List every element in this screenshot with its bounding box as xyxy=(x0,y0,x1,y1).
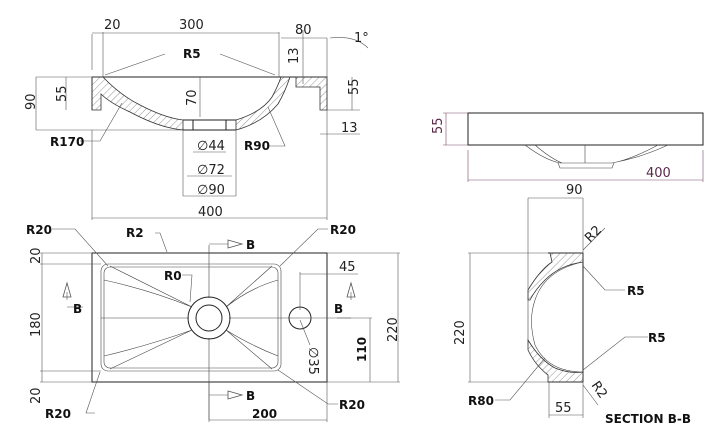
plan-outer-rim xyxy=(91,252,328,383)
dim-dia44: ∅44 xyxy=(197,139,225,154)
front-leader-lines xyxy=(80,53,286,147)
section-label-b-bottom: B xyxy=(246,389,255,403)
front-section-view: 20 300 80 13 1° R5 90 55 70 55 13 R170 R… xyxy=(24,18,369,220)
dim-13-top: 13 xyxy=(287,47,302,64)
section-dimension-lines xyxy=(468,197,648,418)
basin-hatched-wall-right xyxy=(235,76,291,131)
section-arrow-left: B xyxy=(62,281,83,316)
dim-r20-top-right: R20 xyxy=(330,223,356,237)
plan-view: B B B B R20 R2 R20 R0 45 20 180 20 110 2… xyxy=(26,223,401,422)
dim-200: 200 xyxy=(252,407,277,421)
dim-20-top: 20 xyxy=(29,247,44,264)
drain-hole-outer xyxy=(187,296,231,340)
section-dim-r2-top: R2 xyxy=(582,223,605,246)
side-dim-400: 400 xyxy=(646,166,671,181)
dim-180: 180 xyxy=(29,312,44,337)
dim-r5: R5 xyxy=(183,47,201,61)
side-view-body xyxy=(467,112,704,146)
dim-55-right: 55 xyxy=(347,78,362,95)
section-dim-220: 220 xyxy=(453,320,468,345)
dim-220: 220 xyxy=(386,317,401,342)
basin-deck-right xyxy=(295,76,328,111)
section-dim-r2-bottom: R2 xyxy=(588,379,610,402)
plan-bowl-inner xyxy=(103,266,279,369)
dim-r2: R2 xyxy=(126,226,144,240)
angle-arc xyxy=(329,37,369,49)
section-hatch-top xyxy=(527,252,584,301)
dim-45: 45 xyxy=(339,260,356,275)
section-dim-55: 55 xyxy=(555,401,572,416)
section-dim-r5-bottom: R5 xyxy=(648,331,666,345)
dim-80: 80 xyxy=(295,23,312,38)
dim-r90: R90 xyxy=(244,139,270,153)
section-title: SECTION B-B xyxy=(605,412,691,426)
dim-r0: R0 xyxy=(164,269,182,283)
section-label-b-top: B xyxy=(246,238,255,252)
dim-r20-bottom-left: R20 xyxy=(45,407,71,421)
dim-r20-top-left: R20 xyxy=(26,223,52,237)
plan-dimension-lines xyxy=(40,252,400,422)
section-arrow-top: B xyxy=(209,238,255,252)
section-arrow-right: B xyxy=(334,281,356,319)
drain-outline xyxy=(183,119,236,131)
dim-13-right: 13 xyxy=(341,121,358,136)
section-dim-r5-top: R5 xyxy=(627,284,645,298)
dim-55-left: 55 xyxy=(55,85,70,102)
section-b-b: 90 220 R2 R5 R5 R2 R80 55 SECTION B-B xyxy=(453,183,691,426)
dim-r170: R170 xyxy=(50,135,84,149)
section-arrow-bottom: B xyxy=(209,389,255,403)
dim-70: 70 xyxy=(185,89,200,106)
dim-400: 400 xyxy=(198,205,223,220)
plan-slope-lines xyxy=(101,245,300,420)
side-view: 55 400 xyxy=(431,112,704,182)
side-view-dimension-lines xyxy=(443,112,704,182)
dim-20: 20 xyxy=(104,18,121,33)
dim-110: 110 xyxy=(355,337,369,362)
dim-angle: 1° xyxy=(354,31,369,46)
section-dim-r80: R80 xyxy=(468,394,494,408)
section-label-b-left: B xyxy=(73,302,82,316)
dim-dia35: ∅35 xyxy=(305,347,320,375)
dim-r20-bottom-right: R20 xyxy=(339,398,365,412)
side-view-bowl xyxy=(524,144,669,169)
section-label-b-right: B xyxy=(334,302,343,316)
dim-dia90: ∅90 xyxy=(197,183,225,198)
drain-hole-inner xyxy=(195,304,223,332)
plan-leader-lines xyxy=(52,228,338,414)
dim-90: 90 xyxy=(24,93,39,110)
dim-20-bottom: 20 xyxy=(29,387,44,404)
basin-hatched-wall-left xyxy=(91,76,184,131)
dim-dia72: ∅72 xyxy=(197,163,225,178)
front-dimension-lines xyxy=(35,30,360,220)
section-hatch-bottom xyxy=(527,338,584,383)
section-dim-90: 90 xyxy=(566,183,583,198)
section-bowl-curve xyxy=(527,261,584,373)
dim-300: 300 xyxy=(179,18,204,33)
plan-bowl-outline xyxy=(100,263,282,372)
side-dim-55: 55 xyxy=(431,117,446,134)
